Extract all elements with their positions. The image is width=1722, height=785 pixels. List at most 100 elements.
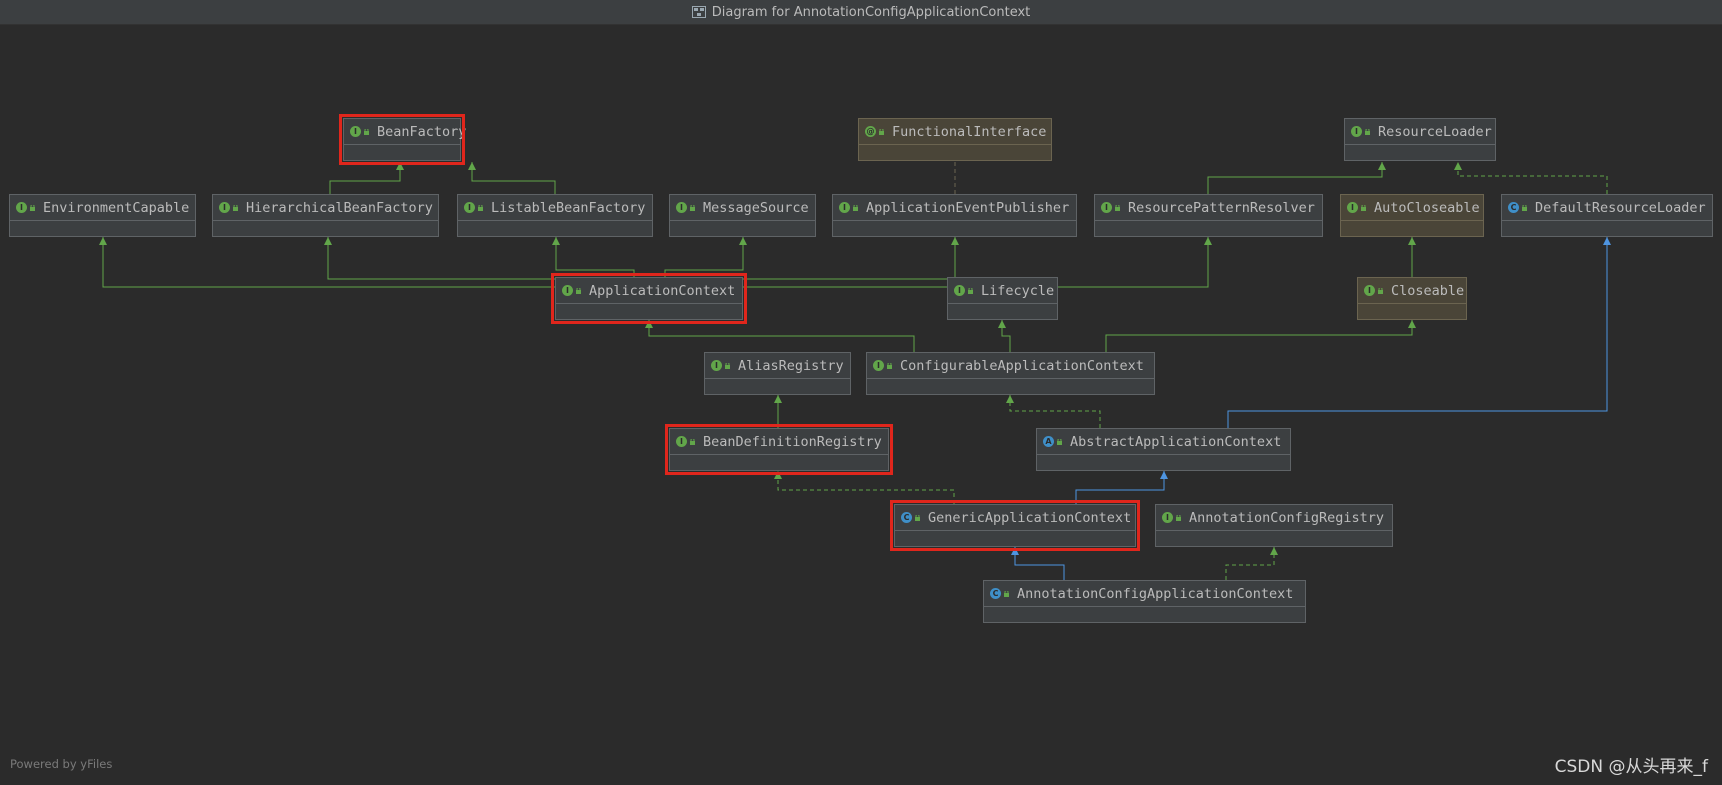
arrowhead: [739, 237, 747, 245]
node-message-source[interactable]: I MessageSource: [669, 194, 816, 237]
node-label: AliasRegistry: [738, 357, 844, 374]
edge-ApplicationContext-to-HierarchicalBeanFactory: [324, 237, 603, 280]
diagram-icon: [691, 6, 706, 18]
arrowhead: [396, 162, 404, 170]
edge-ApplicationContext-to-MessageSource: [664, 237, 747, 277]
node-label: ResourcePatternResolver: [1128, 199, 1315, 216]
node-header: I MessageSource: [670, 195, 815, 221]
interface-icon: I: [676, 202, 687, 213]
annotation-icon: @: [865, 126, 876, 137]
node-auto-closeable[interactable]: I AutoCloseable: [1340, 194, 1484, 237]
node-bean-definition-registry[interactable]: I BeanDefinitionRegistry: [665, 424, 893, 475]
node-functional-interface[interactable]: @ FunctionalInterface: [858, 118, 1052, 161]
public-visibility-icon: [1176, 514, 1181, 521]
interface-icon: I: [1162, 512, 1173, 523]
edge-ConfigurableApplicationContext-to-Closeable: [1105, 320, 1416, 352]
class-icon: C: [901, 512, 912, 523]
node-label: ConfigurableApplicationContext: [900, 357, 1144, 374]
public-visibility-icon: [915, 514, 920, 521]
node-header: I ApplicationEventPublisher: [833, 195, 1076, 221]
interface-icon: I: [839, 202, 850, 213]
node-label: EnvironmentCapable: [43, 199, 190, 216]
edge-ConfigurableApplicationContext-to-ApplicationContext: [645, 320, 915, 352]
node-application-event-publisher[interactable]: I ApplicationEventPublisher: [832, 194, 1077, 237]
arrowhead: [1408, 237, 1416, 245]
node-label: DefaultResourceLoader: [1535, 199, 1706, 216]
interface-icon: I: [1347, 202, 1358, 213]
node-label: FunctionalInterface: [892, 123, 1047, 140]
public-visibility-icon: [1004, 590, 1009, 597]
node-header: I BeanDefinitionRegistry: [670, 429, 888, 455]
interface-icon: I: [562, 285, 573, 296]
arrowhead: [951, 237, 959, 245]
node-label: ApplicationEventPublisher: [866, 199, 1070, 216]
node-label: BeanDefinitionRegistry: [703, 433, 882, 450]
node-label: HierarchicalBeanFactory: [246, 199, 433, 216]
node-header: I AnnotationConfigRegistry: [1156, 505, 1392, 531]
public-visibility-icon: [879, 128, 884, 135]
node-header: C DefaultResourceLoader: [1502, 195, 1712, 221]
node-label: ListableBeanFactory: [491, 199, 646, 216]
node-label: BeanFactory: [377, 123, 467, 140]
edge-ResourcePatternResolver-to-ResourceLoader: [1207, 162, 1386, 194]
public-visibility-icon: [1115, 204, 1120, 211]
edge-GenericApplicationContext-to-BeanDefinitionRegistry: [774, 471, 955, 504]
node-header: I AutoCloseable: [1341, 195, 1483, 221]
interface-icon: I: [1351, 126, 1362, 137]
node-label: AnnotationConfigRegistry: [1189, 509, 1385, 526]
node-resource-pattern-resolver[interactable]: I ResourcePatternResolver: [1094, 194, 1323, 237]
arrowhead: [774, 471, 782, 479]
class-icon: C: [1508, 202, 1519, 213]
public-visibility-icon: [1365, 128, 1370, 135]
arrowhead: [1603, 237, 1611, 245]
arrowhead: [1204, 237, 1212, 245]
node-label: AutoCloseable: [1374, 199, 1480, 216]
arrowhead: [1408, 320, 1416, 328]
node-default-resource-loader[interactable]: C DefaultResourceLoader: [1501, 194, 1713, 237]
node-annotation-config-registry[interactable]: I AnnotationConfigRegistry: [1155, 504, 1393, 547]
arrowhead: [1270, 547, 1278, 555]
arrowhead: [1160, 471, 1168, 479]
edge-AbstractApplicationContext-to-DefaultResourceLoader: [1227, 237, 1611, 428]
arrowhead: [998, 320, 1006, 328]
node-label: MessageSource: [703, 199, 809, 216]
interface-icon: I: [676, 436, 687, 447]
node-header: I ResourcePatternResolver: [1095, 195, 1322, 221]
arrowhead: [1378, 162, 1386, 170]
node-header: I EnvironmentCapable: [10, 195, 195, 221]
node-label: Lifecycle: [981, 282, 1055, 299]
arrowhead: [552, 237, 560, 245]
public-visibility-icon: [853, 204, 858, 211]
edge-ApplicationContext-to-ListableBeanFactory: [552, 237, 635, 277]
interface-icon: I: [16, 202, 27, 213]
public-visibility-icon: [887, 362, 892, 369]
arrowhead: [1011, 547, 1019, 555]
node-header: @ FunctionalInterface: [859, 119, 1051, 145]
public-visibility-icon: [1361, 204, 1366, 211]
node-environment-capable[interactable]: I EnvironmentCapable: [9, 194, 196, 237]
powered-by-label: Powered by yFiles: [10, 757, 113, 771]
interface-icon: I: [1101, 202, 1112, 213]
arrowhead: [99, 237, 107, 245]
